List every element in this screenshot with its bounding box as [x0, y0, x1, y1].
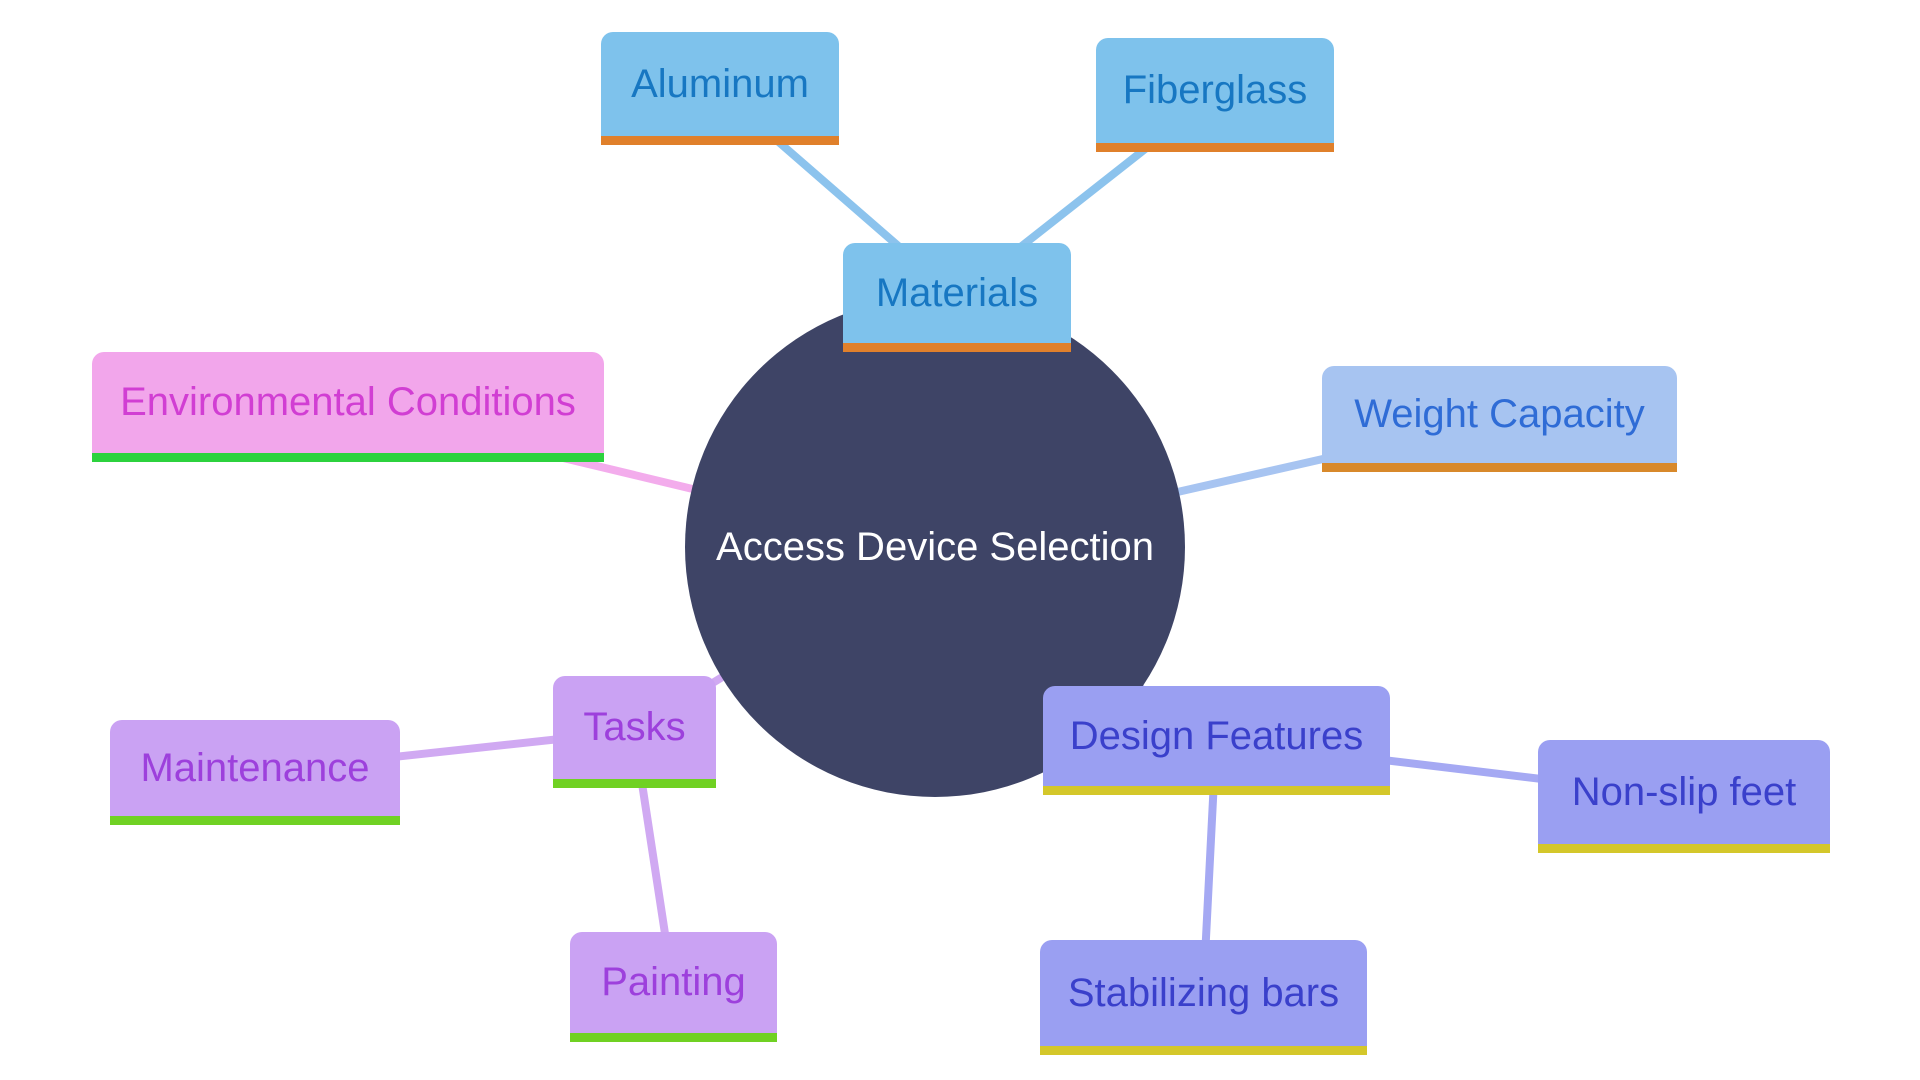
node-label-stabilizing-bars: Stabilizing bars	[1067, 970, 1340, 1015]
node-materials[interactable]: Materials	[843, 243, 1071, 352]
node-label-maintenance: Maintenance	[140, 745, 370, 790]
node-label-materials: Materials	[875, 270, 1039, 315]
node-label-aluminum: Aluminum	[631, 61, 809, 106]
node-label-environmental-conditions: Environmental Conditions	[120, 380, 576, 424]
node-design-features[interactable]: Design Features	[1043, 686, 1390, 795]
node-painting[interactable]: Painting	[570, 932, 777, 1042]
node-stabilizing-bars[interactable]: Stabilizing bars	[1040, 940, 1367, 1055]
node-label-weight-capacity: Weight Capacity	[1354, 392, 1645, 436]
node-weight-capacity[interactable]: Weight Capacity	[1322, 366, 1677, 472]
node-label-non-slip-feet: Non-slip feet	[1571, 769, 1797, 814]
node-non-slip-feet[interactable]: Non-slip feet	[1538, 740, 1830, 853]
node-label-painting: Painting	[601, 960, 746, 1004]
node-fiberglass[interactable]: Fiberglass	[1096, 38, 1334, 152]
node-tasks[interactable]: Tasks	[553, 676, 716, 788]
root-node-label: Access Device Selection	[716, 524, 1154, 569]
node-label-design-features: Design Features	[1069, 713, 1364, 758]
node-label-fiberglass: Fiberglass	[1122, 68, 1308, 112]
node-maintenance[interactable]: Maintenance	[110, 720, 400, 825]
node-label-tasks: Tasks	[583, 705, 686, 749]
node-environmental-conditions[interactable]: Environmental Conditions	[92, 352, 604, 462]
node-aluminum[interactable]: Aluminum	[601, 32, 839, 145]
